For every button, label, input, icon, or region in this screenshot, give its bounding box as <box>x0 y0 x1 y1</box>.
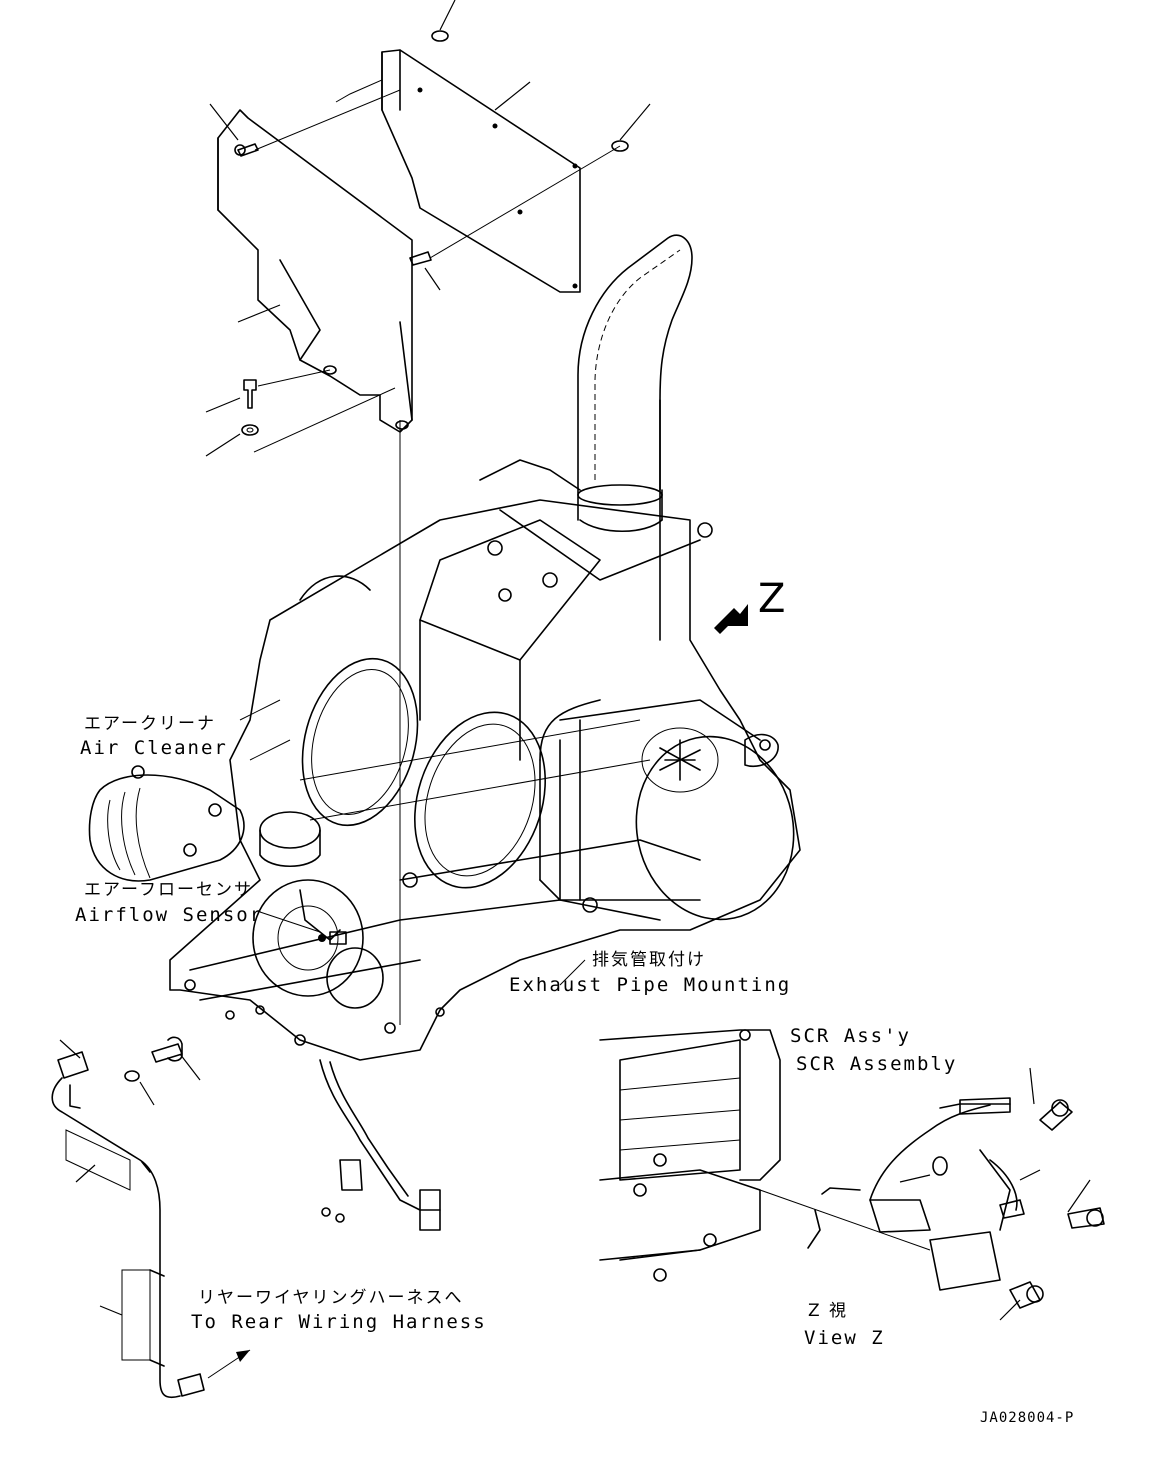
air-cleaner-label-en: Air Cleaner <box>80 737 228 759</box>
exhaust-pipe <box>577 234 693 641</box>
document-id: JA028004-P <box>980 1410 1074 1426</box>
engine-block <box>169 459 801 1061</box>
washer-left <box>241 424 259 436</box>
o-ring-top <box>431 30 449 42</box>
airflow-sensor-label-en: Airflow Sensor <box>75 904 263 926</box>
z-view-arrow <box>714 604 748 634</box>
air-cleaner <box>88 765 321 882</box>
cover-plate <box>381 49 581 293</box>
view-z-detail <box>599 1029 1105 1309</box>
view-z-label-jp: Z 視 <box>808 1301 848 1321</box>
leader-lines-view-z <box>59 1039 1091 1321</box>
scr-cylinder <box>539 699 795 921</box>
sensor-bolt <box>151 1036 183 1063</box>
air-cleaner-label-jp: エアークリーナ <box>84 714 216 734</box>
filter-ring-1 <box>301 657 419 827</box>
bolt-vertical <box>243 379 257 409</box>
filter-ring-2 <box>414 711 546 889</box>
rear-harness-label-jp: リヤーワイヤリングハーネスへ <box>198 1288 464 1308</box>
airflow-sensor-label-jp: エアーフローセンサ <box>84 880 253 900</box>
leader-lines-top <box>205 0 651 1025</box>
mounting-bracket <box>217 109 413 433</box>
scr-label-en: SCR Assembly <box>796 1053 957 1075</box>
sensor-harness <box>51 1051 251 1399</box>
label-leaders <box>259 911 586 986</box>
bolt-mid <box>409 251 432 266</box>
rear-harness-label-en: To Rear Wiring Harness <box>191 1311 487 1333</box>
exhaust-pipe-label-jp: 排気管取付け <box>592 950 706 970</box>
exhaust-pipe-label-en: Exhaust Pipe Mounting <box>509 974 791 996</box>
lower-harness <box>319 1059 441 1231</box>
z-marker: Z <box>758 576 785 622</box>
o-ring-right <box>611 140 629 152</box>
view-z-label-en: View Z <box>804 1327 885 1349</box>
scr-label-jp: SCR Ass'y <box>790 1025 911 1047</box>
airflow-sensor <box>252 879 384 1009</box>
bolt-top-left <box>237 143 259 157</box>
sensor-washer <box>124 1070 140 1082</box>
